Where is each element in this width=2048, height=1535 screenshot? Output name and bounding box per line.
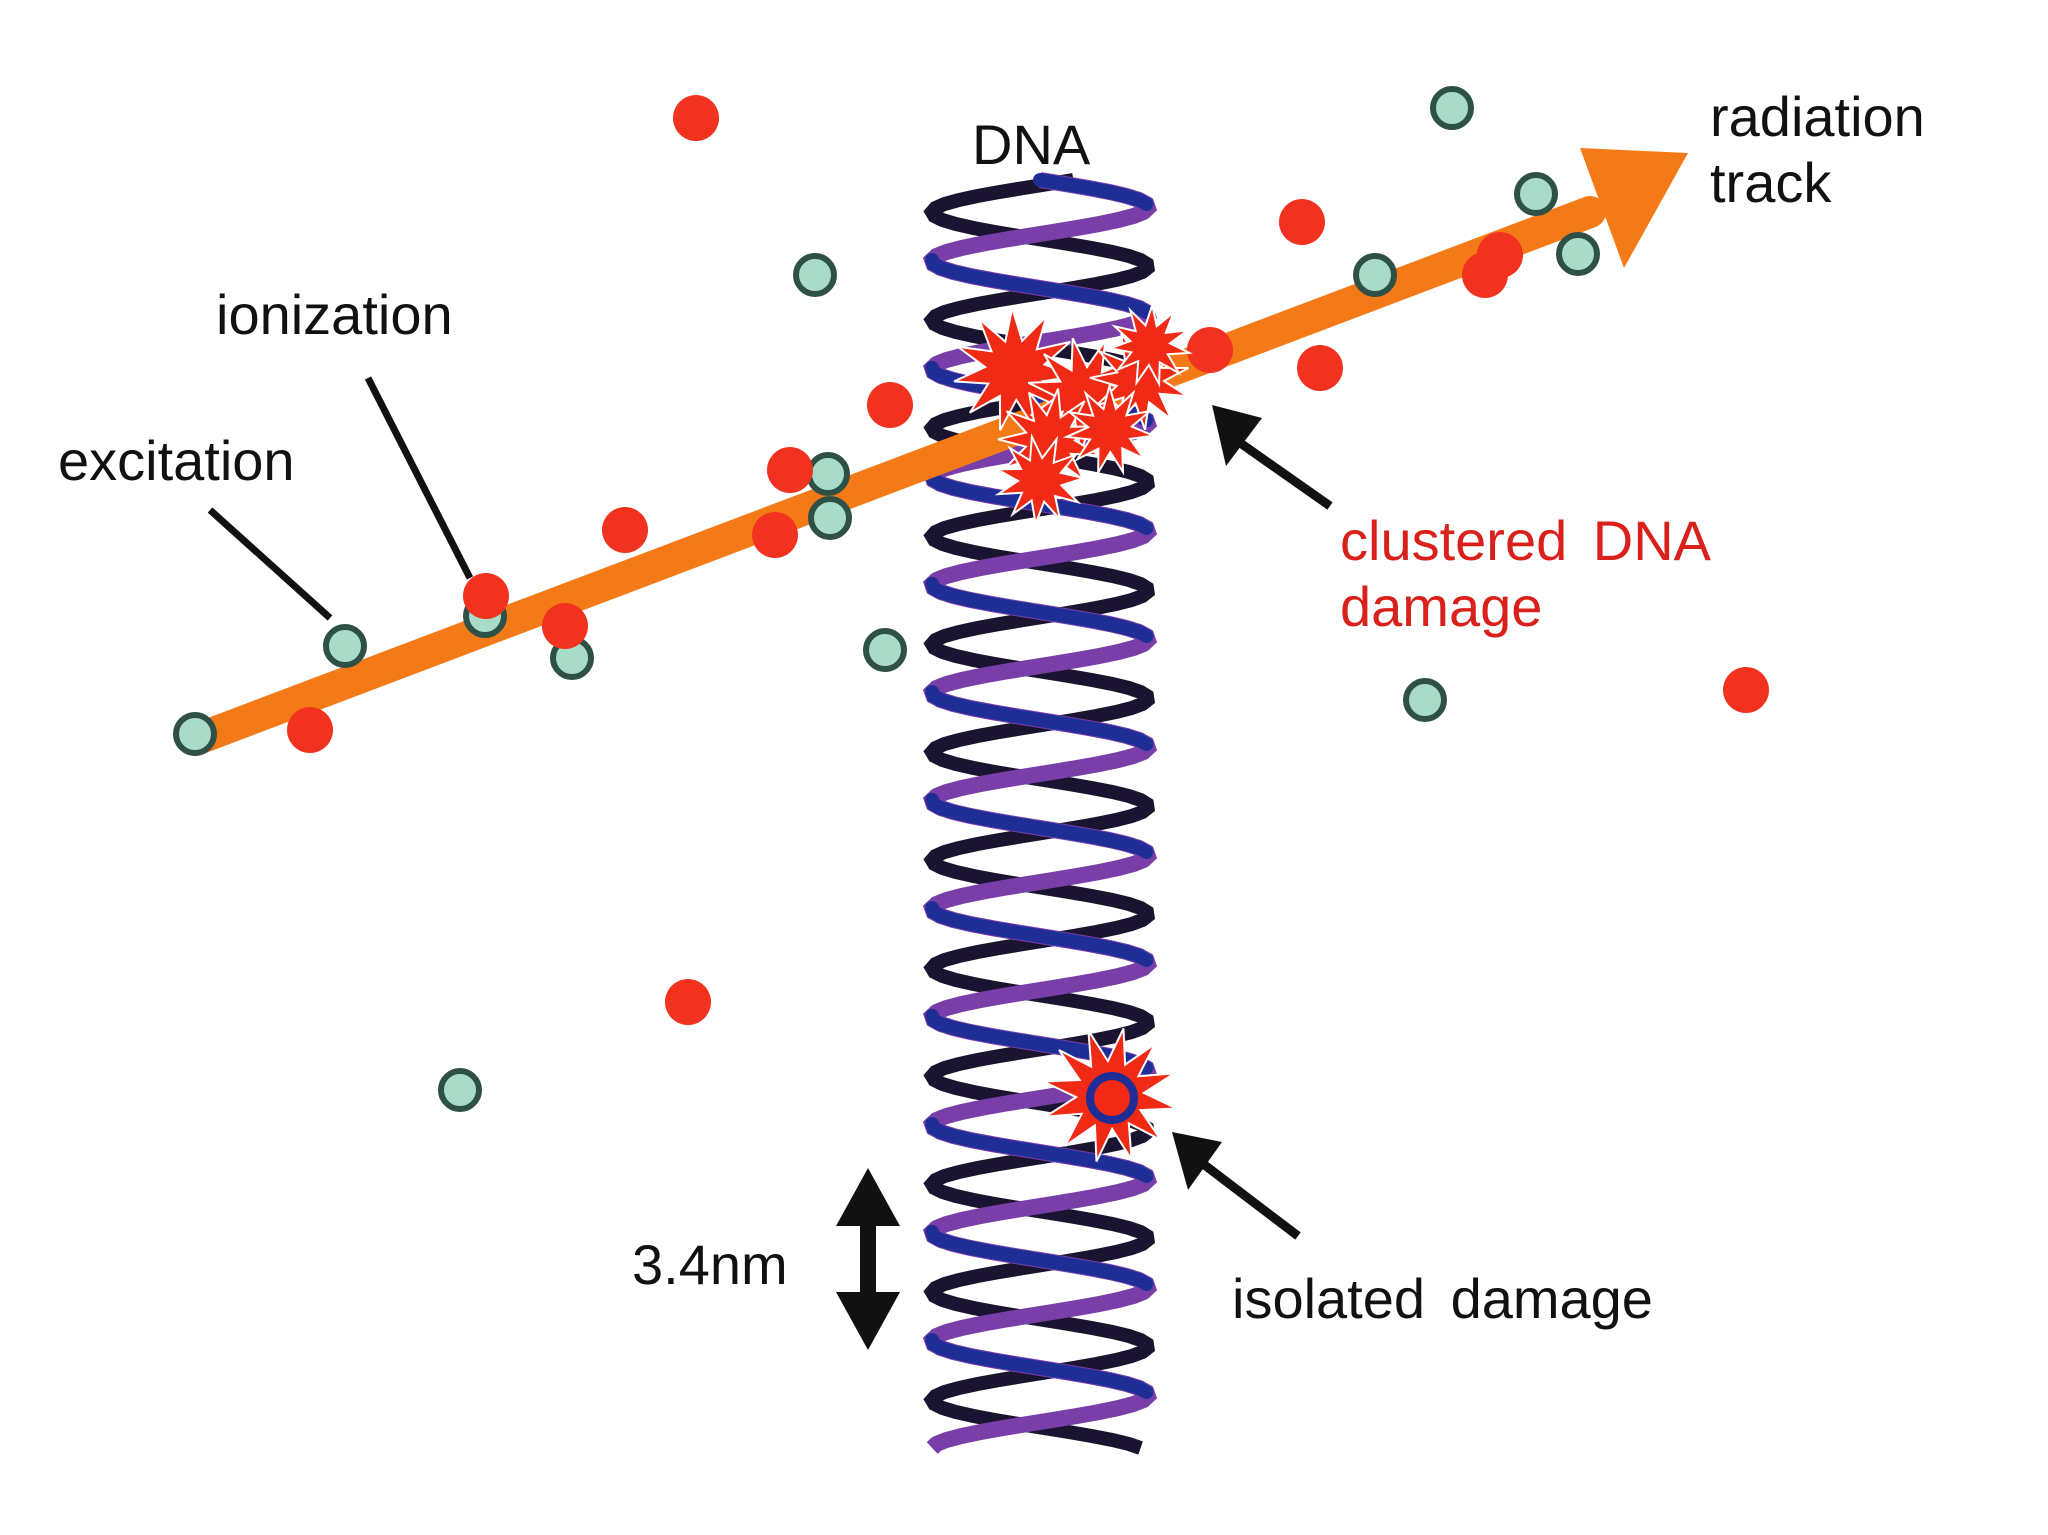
excitation-dot [793,253,837,297]
excitation-label: excitation [58,429,295,492]
excitation-dot [323,624,367,668]
ionization-dot [1279,199,1325,245]
isolated-damage-arrow [1172,1132,1301,1240]
isolated-damage-label: isolated damage [1232,1267,1653,1330]
starburst-icon [1062,382,1158,477]
ionization-dot [1187,327,1233,373]
pointer-lines [207,376,474,621]
excitation-dot [806,452,850,496]
radiation-track-label-line-1: radiation [1710,85,1925,148]
radiation-track-label-line-2: track [1710,151,1832,214]
ionization-events [287,95,1769,1025]
excitation-dot [1403,678,1447,722]
ionization-label: ionization [216,283,453,346]
ionization-dot [1297,345,1343,391]
ionization-dot [463,573,509,619]
helix-pitch-label: 3.4nm [632,1233,788,1296]
excitation-dot [1556,232,1600,276]
excitation-dot [863,628,907,672]
excitation-dot [1353,253,1397,297]
ionization-dot [542,603,588,649]
excitation-dot [438,1068,482,1112]
double-arrow-icon-bottom [836,1292,900,1350]
dna-label: DNA [972,113,1091,176]
ionization-dot [767,447,813,493]
arrow-icon [1172,1132,1222,1190]
clustered-damage-label-line-2: damage [1340,575,1543,638]
starburst-icon [993,433,1088,528]
starburst-icon [1042,1027,1178,1163]
ionization-pointer [364,376,474,580]
clustered-damage-label-line-1: clustered DNA [1340,509,1712,572]
damage-bursts [953,301,1193,1163]
double-arrow-icon-top [836,1168,900,1226]
ionization-dot [602,507,648,553]
arrow-icon [1212,405,1262,466]
excitation-dot [1430,86,1474,130]
clustered-damage-arrow [1212,405,1333,510]
ionization-dot [1723,667,1769,713]
excitation-dot [808,496,852,540]
ionization-dot [752,512,798,558]
isolated-damage-core [1086,1072,1138,1124]
excitation-pointer [207,507,333,621]
radiation-track-arrow [179,148,1688,756]
ionization-dot [1477,232,1523,278]
excitation-dot [173,712,217,756]
helix-pitch-double-arrow [836,1168,900,1350]
ionization-dot [867,382,913,428]
radiation-track-arrowhead [1580,148,1688,268]
radiation-track-shaft [179,196,1606,756]
ionization-dot [287,707,333,753]
starburst-icon [1106,301,1193,388]
ionization-dot [673,95,719,141]
excitation-dot [1514,172,1558,216]
ionization-dot [665,979,711,1025]
